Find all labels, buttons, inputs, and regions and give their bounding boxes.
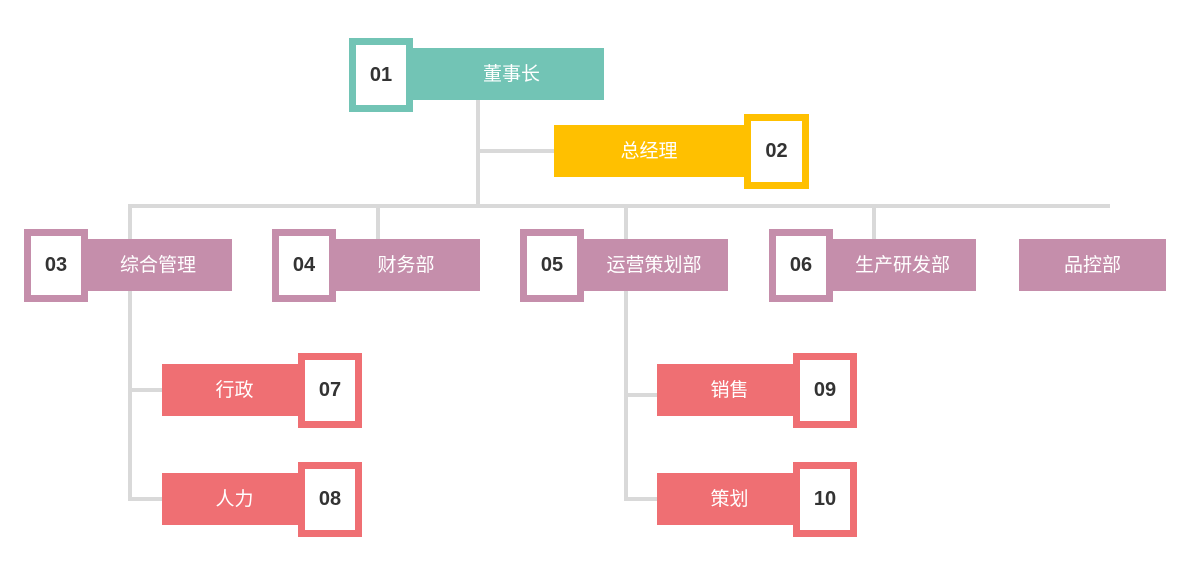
node-label: 策划 [657,473,797,525]
node-general-manager: 总经理 02 [554,114,809,189]
node-label: 运营策划部 [580,239,728,291]
connector-05-10 [624,497,659,501]
node-label: 综合管理 [84,239,232,291]
node-label: 品控部 [1019,239,1166,291]
node-number-badge: 09 [793,353,857,428]
node-production-rd: 生产研发部 06 [769,229,976,302]
connector-gm-branch [480,149,556,153]
connector-dept-04 [376,204,380,240]
node-admin-management: 综合管理 03 [24,229,232,302]
node-number-badge: 05 [520,229,584,302]
connector-03-trunk [128,290,132,501]
node-number-badge: 03 [24,229,88,302]
connector-03-08 [128,497,164,501]
node-label: 生产研发部 [829,239,976,291]
node-label: 人力 [162,473,302,525]
node-number-badge: 04 [272,229,336,302]
connector-03-07 [128,388,164,392]
node-quality-control: 品控部 [1019,239,1166,291]
node-label: 总经理 [554,125,749,177]
node-label: 销售 [657,364,797,416]
node-number-badge: 10 [793,462,857,537]
node-number-badge: 06 [769,229,833,302]
node-finance: 财务部 04 [272,229,480,302]
node-label: 财务部 [332,239,480,291]
connector-dept-05 [624,204,628,240]
node-sales: 销售 09 [657,353,857,428]
connector-dept-bus [128,204,1110,208]
node-human-resources: 人力 08 [162,462,362,537]
connector-chairman-trunk [476,100,480,206]
node-number-badge: 02 [744,114,809,189]
node-chairman: 董事长 01 [349,38,604,112]
node-number-badge: 01 [349,38,413,112]
node-planning: 策划 10 [657,462,857,537]
node-number-badge: 08 [298,462,362,537]
node-administration: 行政 07 [162,353,362,428]
connector-dept-03 [128,204,132,240]
node-number-badge: 07 [298,353,362,428]
connector-dept-06 [872,204,876,240]
node-label: 董事长 [409,48,604,100]
node-operations-planning: 运营策划部 05 [520,229,728,302]
node-label: 行政 [162,364,302,416]
connector-05-09 [624,393,659,397]
